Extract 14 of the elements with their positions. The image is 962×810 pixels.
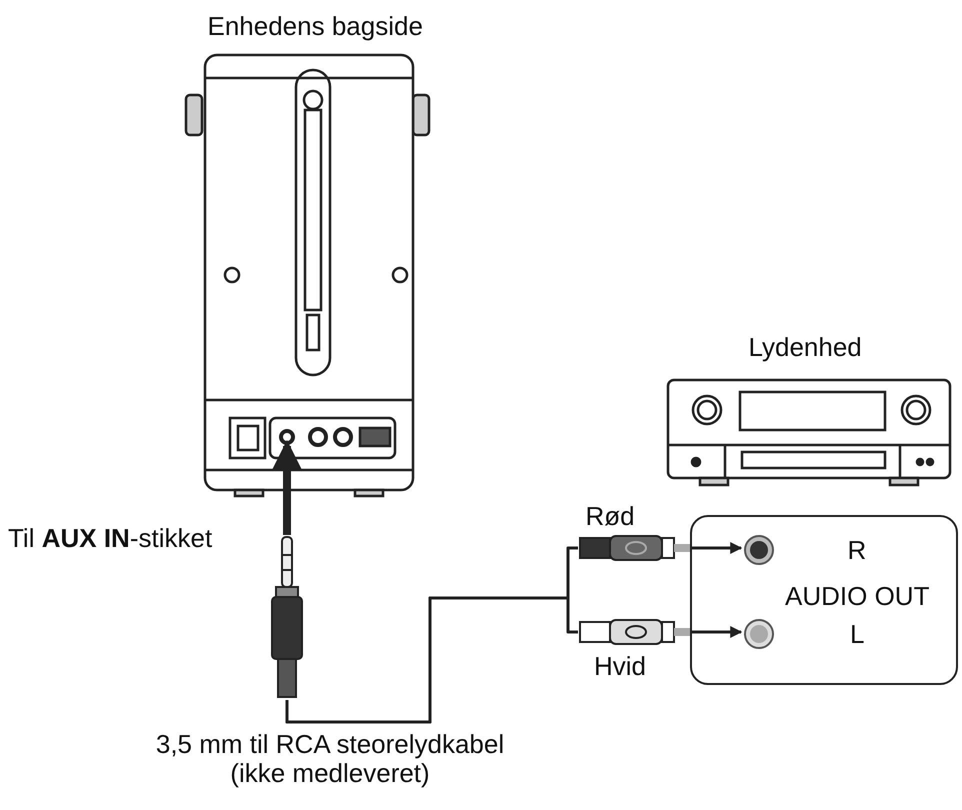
panel-label: AUDIO OUT <box>785 582 930 611</box>
channel-label: L <box>850 620 864 649</box>
cable <box>286 596 578 724</box>
jack-label: Til AUX IN-stikket <box>8 524 212 553</box>
plug-label: Hvid <box>594 652 646 681</box>
heading: Lydenhed <box>748 333 862 362</box>
cable-caption: 3,5 mm til RCA steorelydkabel (ikke medleveret) <box>154 730 506 788</box>
plug-label: Rød <box>586 502 635 531</box>
panel-box <box>690 515 958 685</box>
arrow <box>272 440 302 535</box>
arrow <box>690 542 742 554</box>
heading: Enhedens bagside <box>208 12 423 41</box>
channel-label: R <box>848 536 866 565</box>
arrow <box>690 626 742 638</box>
